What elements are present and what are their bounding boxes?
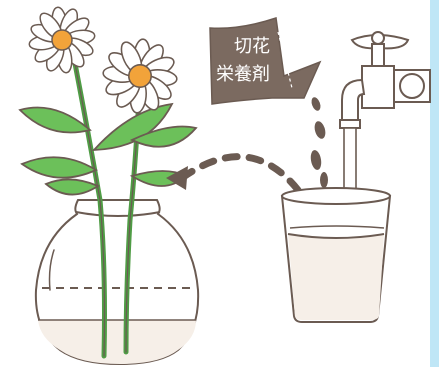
- water-glass-icon: [280, 187, 392, 323]
- daisy-flower-icon: [27, 5, 97, 75]
- glass-vase-icon: [34, 199, 200, 366]
- liquid-drops: [310, 97, 328, 188]
- packet-label-line2: 栄養剤: [216, 64, 270, 85]
- light-blue-edge-strip: [430, 0, 439, 367]
- daisy-flower-icon: [101, 37, 179, 115]
- dashed-arrow-icon: [166, 153, 302, 194]
- packet-label-line1: 切花: [234, 36, 270, 57]
- water-faucet-icon: [339, 31, 431, 129]
- nutrient-packet-icon: 切花 栄養剤: [209, 17, 322, 105]
- leaves: [18, 102, 198, 196]
